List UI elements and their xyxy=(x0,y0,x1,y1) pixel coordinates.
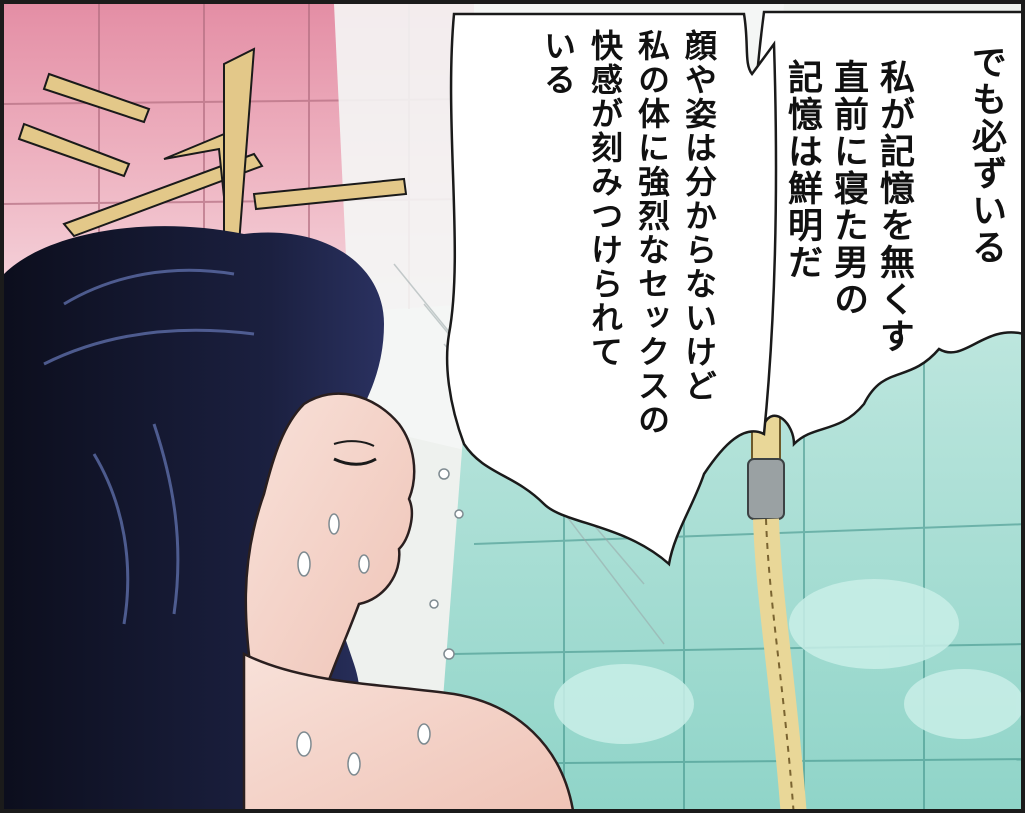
speech-bubble-2-shape xyxy=(445,12,778,567)
eyebrow xyxy=(333,440,375,447)
speech-bubble-1-line-4: 記憶は鮮明だ xyxy=(782,59,822,281)
hair-highlights xyxy=(43,268,255,625)
speech-bubble-2-line-2: 私の体に強烈なセックスの xyxy=(633,29,671,437)
closed-eye xyxy=(333,457,377,466)
speech-bubble-1-line-2: 私が記憶を無くす xyxy=(874,59,914,355)
speech-bubble-1-line-1: でも必ずいる xyxy=(966,44,1006,266)
speech-bubble-1-line-3: 直前に寝た男の xyxy=(828,59,868,318)
steam-clouds xyxy=(554,579,1021,744)
sfx-lettering xyxy=(17,47,408,245)
speech-bubble-2-line-4: いる xyxy=(539,29,577,97)
water-drops xyxy=(296,468,464,776)
woman-face xyxy=(244,392,416,696)
panel-artwork xyxy=(4,4,1021,809)
woman-shoulder xyxy=(242,651,574,809)
speech-bubble-2-line-3: 快感が刻みつけられて xyxy=(586,29,624,369)
speech-bubble-2-line-1: 顔や姿は分からないけど xyxy=(680,29,718,403)
